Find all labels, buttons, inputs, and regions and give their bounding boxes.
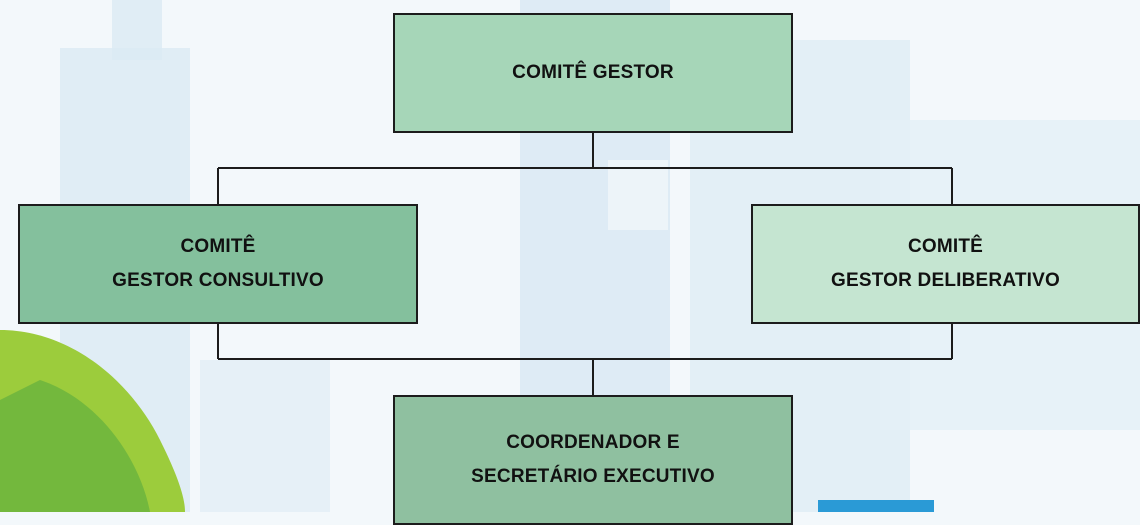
node-label: COMITÊ GESTOR [512, 62, 674, 83]
node-label: GESTOR CONSULTIVO [112, 270, 324, 291]
node-label: SECRETÁRIO EXECUTIVO [471, 466, 715, 487]
connector-lines [217, 132, 953, 396]
leaf-shape [0, 380, 150, 512]
node-label: GESTOR DELIBERATIVO [830, 270, 1060, 291]
node-comite-gestor-deliberativo: COMITÊ GESTOR DELIBERATIVO [751, 204, 1140, 324]
node-label: COMITÊ [180, 236, 256, 257]
node-comite-gestor-consultivo: COMITÊ GESTOR CONSULTIVO [18, 204, 418, 324]
building-shape [608, 160, 668, 230]
building-shape [112, 0, 162, 60]
node-label: COORDENADOR E [506, 432, 680, 453]
node-coordenador-secretario: COORDENADOR E SECRETÁRIO EXECUTIVO [393, 395, 793, 525]
node-label: COMITÊ [907, 236, 984, 257]
window-shape [818, 500, 934, 512]
building-shape [200, 360, 330, 512]
node-comite-gestor: COMITÊ GESTOR [393, 13, 793, 133]
